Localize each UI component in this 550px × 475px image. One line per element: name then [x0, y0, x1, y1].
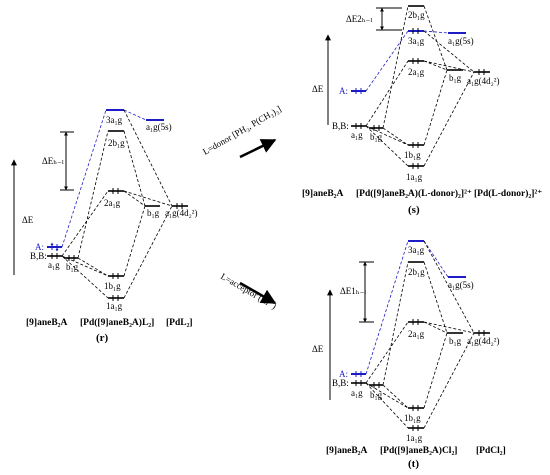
- acceptor-arrow: [239, 281, 277, 305]
- mo-label-1b1g-s: 1b₁g: [404, 150, 421, 160]
- mo-label-2b1g-s: 2b₁g: [408, 10, 425, 20]
- electron-pairs-BB-r: [51, 253, 75, 261]
- label-a1g-5s-s: a₁g(5s): [448, 36, 474, 46]
- panel-id-s: (s): [408, 204, 420, 216]
- energy-axis-label-t: ΔE: [312, 344, 324, 354]
- electron-pair-2a1g-s: [412, 58, 419, 64]
- electron-pair-2a1g-r: [112, 188, 119, 194]
- label-b1g-s: b₁g: [449, 73, 462, 83]
- label-a1g-5s-t: a₁g(5s): [448, 280, 474, 290]
- label-a1g-4dz2-r: a₁g(4d₂²): [165, 208, 197, 218]
- label-BB-r: B,B:: [30, 251, 47, 261]
- label-left-a1g-s: a₁g: [351, 130, 363, 140]
- correlation-lines-blue-t: [365, 240, 449, 375]
- panel-id-t: (t): [408, 458, 419, 470]
- electron-pair-1a1g-t: [412, 425, 419, 431]
- column-header-s-1: [9]aneB₂A: [302, 189, 344, 199]
- mo-label-1a1g-t: 1a₁g: [406, 433, 423, 443]
- label-left-a1g-r: a₁g: [48, 260, 60, 270]
- gap-label-t: ΔE1ₕ₋ₗ: [340, 286, 367, 296]
- electron-pair-2a1g-t: [412, 319, 419, 325]
- mo-label-1a1g-s: 1a₁g: [406, 172, 423, 182]
- transition-arrows: L=donor [PH₃, P(CH₃)₃] L=acceptor (Cl⁻): [201, 104, 283, 311]
- mo-label-2b1g-r: 2b₁g: [108, 138, 125, 148]
- mo-label-3a1g-r: 3a₁g: [106, 115, 123, 125]
- electron-pair-1b1g-r: [112, 273, 119, 279]
- column-header-r-2: [Pd([9]aneB₂A)L₂]: [80, 317, 154, 328]
- mo-label-2a1g-s: 2a₁g: [408, 67, 425, 77]
- label-BB-s: B,B:: [332, 121, 349, 131]
- label-b1g-t: b₁g: [449, 336, 462, 346]
- donor-arrow-label: L=donor [PH₃, P(CH₃)₃]: [201, 104, 283, 157]
- column-header-t-2: [Pd([9]aneB₂A)Cl₂]: [380, 445, 457, 456]
- correlation-lines-t: [365, 240, 475, 429]
- mo-label-2a1g-r: 2a₁g: [104, 198, 121, 208]
- mo-label-1a1g-r: 1a₁g: [106, 301, 123, 311]
- electron-pair-1a1g-r: [112, 295, 119, 301]
- column-header-s-3: [Pd(L-donor)₂]²⁺: [474, 188, 542, 199]
- electron-pair-3a1g-s: [412, 28, 419, 34]
- correlation-lines-r: [61, 109, 173, 299]
- electron-pair-4dz2-t: [478, 330, 485, 336]
- correlation-lines-s: [365, 5, 475, 167]
- correlation-lines-blue-s: [365, 30, 449, 92]
- panel-s: ΔE ΔE2ₕ₋ₗ A: B,B: a₁g b₁g 2b₁g 3a₁g 2a₁g…: [302, 5, 542, 216]
- label-left-a1g-t: a₁g: [351, 388, 363, 398]
- mo-label-2a1g-t: 2a₁g: [408, 329, 425, 339]
- label-left-b1g-s: b₁g: [370, 132, 383, 142]
- column-header-r-3: [PdL₂]: [166, 318, 193, 328]
- label-A-t: A:: [339, 369, 348, 379]
- label-b1g-r: b₁g: [147, 208, 160, 218]
- column-header-t-3: [PdCl₂]: [476, 446, 506, 456]
- electron-pairs-BB-t: [355, 380, 380, 388]
- electron-pair-A-s: [355, 88, 362, 94]
- energy-axis-label-s: ΔE: [312, 84, 324, 94]
- electron-pair-1b1g-t: [412, 405, 419, 411]
- label-a1g-5s-r: a₁g(5s): [146, 122, 172, 132]
- label-A-r: A:: [35, 242, 44, 252]
- electron-pair-4dz2-s: [478, 69, 485, 75]
- label-left-b1g-t: b₁g: [370, 390, 383, 400]
- acceptor-arrow-label: L=acceptor (Cl⁻): [219, 271, 278, 311]
- electron-pair-1b1g-s: [412, 142, 419, 148]
- gap-label-s: ΔE2ₕ₋ₗ: [346, 14, 373, 24]
- electron-pairs-BB-s: [355, 123, 380, 131]
- mo-label-1b1g-t: 1b₁g: [404, 413, 421, 423]
- label-a1g-4dz2-t: a₁g(4d₂²): [467, 336, 499, 346]
- electron-pair-1a1g-s: [412, 163, 419, 169]
- mo-label-3a1g-s: 3a₁g: [408, 36, 425, 46]
- label-BB-t: B,B:: [332, 378, 349, 388]
- label-a1g-4dz2-s: a₁g(4d₂²): [467, 76, 499, 86]
- label-A-s: A:: [339, 86, 348, 96]
- column-header-t-1: [9]aneB₂A: [326, 446, 368, 456]
- mo-label-1b1g-r: 1b₁g: [104, 281, 121, 291]
- column-header-s-2: [Pd([9]aneB₂A)(L-donor)₂]²⁺: [356, 188, 472, 199]
- electron-pair-A-t: [355, 371, 362, 377]
- panel-r: ΔE ΔEₕ₋ₗ A: B,B: a₁g b₁g 3a₁g 2b₁g 2a₁g …: [11, 109, 197, 344]
- gap-label-r: ΔEₕ₋ₗ: [42, 156, 64, 166]
- column-header-r-1: [9]aneB₂A: [26, 318, 68, 328]
- energy-axis-label-r: ΔE: [22, 215, 34, 225]
- electron-pair-4dz2-r: [176, 203, 183, 209]
- mo-label-3a1g-t: 3a₁g: [408, 245, 425, 255]
- label-left-b1g-r: b₁g: [66, 262, 79, 272]
- correlation-lines-blue-r: [61, 109, 147, 248]
- panel-id-r: (r): [96, 332, 109, 344]
- panel-t: ΔE ΔE1ₕ₋ₗ A: B,B: a₁g b₁g 3a₁g 2b₁g 2a₁g…: [312, 240, 506, 470]
- electron-pair-A-r: [50, 242, 59, 252]
- mo-label-2b1g-t: 2b₁g: [408, 267, 425, 277]
- donor-arrow: [239, 138, 277, 159]
